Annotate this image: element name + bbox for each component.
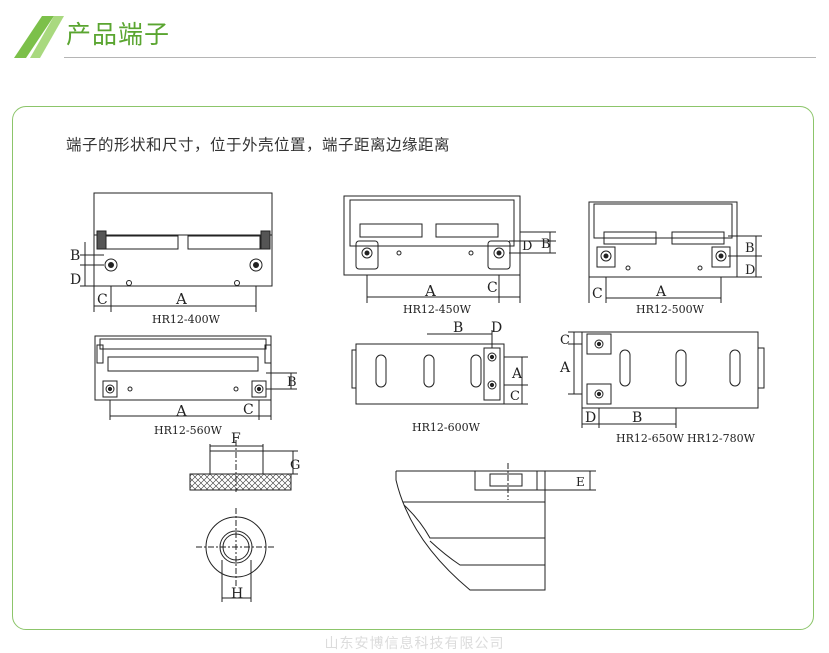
drawing-terminal-detail-text: F G H (231, 431, 300, 602)
hr12-600w-label-d: D (491, 320, 502, 336)
drawing-hr12-450w-text: D B A C HR12-450W (403, 237, 551, 316)
hr12-500w-label-a: A (655, 284, 667, 300)
double-slash-icon (14, 16, 64, 58)
hr12-400w-label-b: B (70, 248, 80, 264)
hr12-650w-model: HR12-650W (616, 432, 685, 445)
drawing-hr12-600w-text: B D A C HR12-600W (412, 320, 523, 434)
hr12-650w-label-d: D (585, 410, 596, 426)
hr12-450w-label-a: A (424, 282, 436, 300)
drawing-hr12-450w (343, 195, 556, 303)
hr12-400w-label-a: A (175, 290, 187, 308)
drawing-hr12-500w (588, 201, 762, 303)
hr12-650w-label-c: C (560, 333, 570, 348)
hr12-500w-label-c: C (592, 286, 603, 302)
hr12-400w-label-d: D (70, 272, 81, 288)
hr12-400w-label-c: C (97, 292, 108, 308)
hr12-600w-label-c: C (510, 389, 520, 404)
hr12-500w-label-b: B (745, 241, 755, 256)
hr12-450w-label-d: D (522, 239, 532, 254)
drawing-terminal-detail (189, 440, 298, 602)
terminal-label-g: G (290, 458, 300, 473)
drawing-hr12-650w-780w-text: C A D B HR12-650W HR12-780W (559, 333, 756, 445)
drawing-hr12-560w-text: B A C HR12-560W (154, 375, 297, 437)
hr12-560w-label-b: B (287, 375, 297, 390)
drawing-terminal-side-text: E (576, 475, 585, 489)
page-title: 产品端子 (66, 20, 171, 49)
hr12-500w-label-d: D (745, 263, 755, 278)
company-watermark: 山东安博信息科技有限公司 (324, 636, 505, 652)
hr12-650w-label-a: A (559, 360, 571, 376)
hr12-500w-model: HR12-500W (636, 303, 705, 316)
panel-description: 端子的形状和尺寸，位于外壳位置，端子距离边缘距离 (66, 136, 451, 154)
hr12-780w-model: HR12-780W (687, 432, 756, 445)
drawing-hr12-600w (351, 330, 528, 405)
drawing-hr12-400w-text: B D C A HR12-400W (70, 248, 221, 326)
terminal-label-f: F (231, 431, 241, 447)
hr12-400w-model: HR12-400W (152, 313, 221, 326)
hr12-560w-label-c: C (243, 402, 254, 418)
terminal-label-e: E (576, 475, 585, 489)
hr12-560w-label-a: A (175, 402, 187, 420)
drawing-hr12-500w-text: B D C A HR12-500W (592, 241, 755, 316)
header-divider (64, 57, 816, 58)
hr12-560w-model: HR12-560W (154, 424, 223, 437)
drawing-hr12-400w (80, 192, 273, 312)
drawing-hr12-650w-780w (568, 331, 765, 428)
hr12-600w-label-a: A (511, 366, 523, 382)
hr12-600w-model: HR12-600W (412, 421, 481, 434)
terminal-label-h: H (231, 586, 243, 602)
hr12-450w-model: HR12-450W (403, 303, 472, 316)
drawing-hr12-560w (94, 335, 297, 420)
hr12-450w-label-c: C (487, 280, 498, 296)
hr12-650w-label-b: B (632, 410, 642, 426)
content-panel (12, 106, 814, 630)
hr12-600w-label-b: B (453, 320, 463, 336)
hr12-450w-label-b: B (541, 237, 551, 252)
drawing-terminal-side (395, 463, 596, 591)
